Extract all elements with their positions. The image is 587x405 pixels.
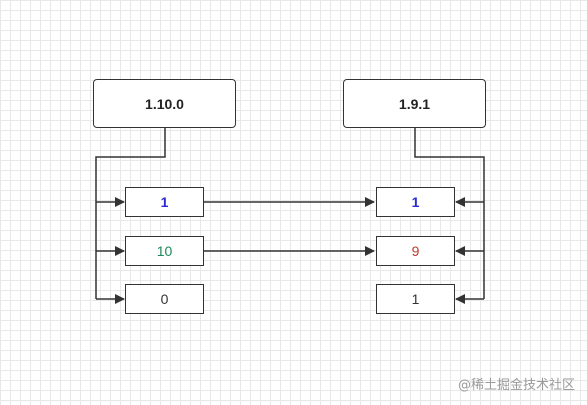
left-segment-1: 1 [125, 187, 204, 217]
left-version-box: 1.10.0 [93, 79, 236, 128]
watermark-text: @稀土掘金技术社区 [457, 378, 575, 393]
left-segment-3: 0 [125, 284, 204, 314]
right-version-box: 1.9.1 [343, 79, 486, 128]
right-segment-2: 9 [376, 236, 455, 266]
right-bracket-line [414, 128, 485, 299]
right-segment-1: 1 [376, 187, 455, 217]
right-segment-3: 1 [376, 284, 455, 314]
left-bracket-line [95, 128, 166, 299]
left-segment-2: 10 [125, 236, 204, 266]
